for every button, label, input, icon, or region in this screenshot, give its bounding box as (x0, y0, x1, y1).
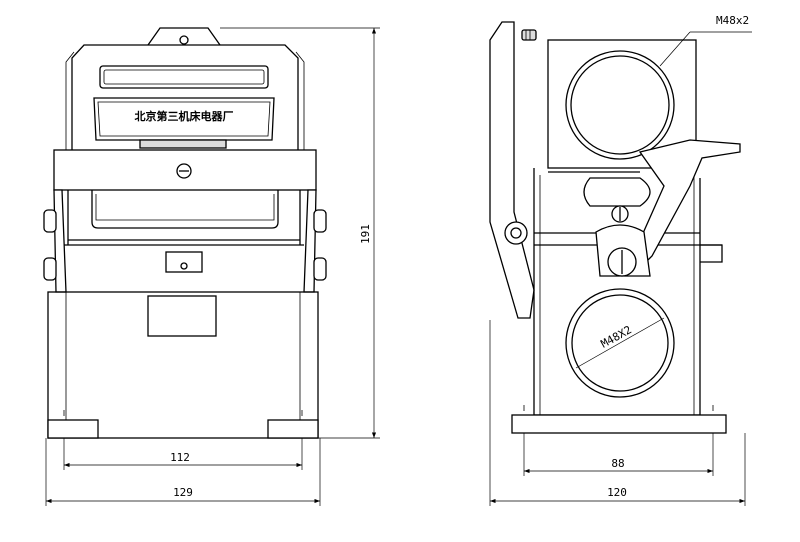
housing-window-frame (91, 190, 279, 229)
right-foot (267, 419, 319, 439)
side-view: M48x2 M48X2 (489, 14, 752, 506)
center-tab (165, 251, 203, 273)
hood-clip (139, 139, 227, 149)
hood-top-tab (147, 27, 221, 46)
dimension-112: 112 (63, 438, 303, 470)
dimension-120: 120 (489, 320, 746, 506)
dimension-120-label: 120 (607, 486, 627, 499)
thread-label-bottom: M48X2 (599, 323, 634, 350)
hood-outline (71, 44, 299, 150)
bottom-cable-entry-outer (565, 288, 675, 398)
thread-label-top: M48x2 (716, 14, 749, 27)
dimension-88-label: 88 (611, 457, 624, 470)
side-top-screw (521, 29, 537, 41)
dimension-129: 129 (45, 438, 321, 506)
left-pin-upper (43, 209, 57, 233)
dimension-112-label: 112 (170, 451, 190, 464)
bottom-cable-entry-inner (571, 294, 669, 392)
side-locking-lever (638, 139, 741, 266)
left-pin-lower (43, 257, 57, 281)
front-view: 北京第三机床电器厂 (43, 27, 380, 506)
hood-screw (179, 35, 189, 45)
locking-bar (53, 149, 317, 191)
dimension-129-label: 129 (173, 486, 193, 499)
dimension-191: 191 (220, 27, 380, 439)
locking-bar-screw (176, 163, 192, 179)
right-pin-upper (313, 209, 327, 233)
side-right-step (700, 244, 723, 263)
side-lever-arm (489, 21, 535, 319)
lever-slot (583, 177, 651, 207)
lever-pivot-outer (504, 221, 528, 245)
left-foot (47, 419, 99, 439)
right-pin-lower (313, 257, 327, 281)
top-cable-entry-outer (565, 50, 675, 160)
side-top-cap (547, 39, 697, 169)
base-housing (47, 291, 319, 439)
side-base-plate (511, 414, 727, 434)
lever-pivot-inner (510, 227, 522, 239)
dimension-191-label: 191 (359, 224, 372, 244)
nameplate-text: 北京第三机床电器厂 (135, 109, 234, 123)
dimension-88: 88 (523, 433, 714, 476)
nameplate (93, 97, 275, 141)
top-cable-entry-inner (570, 55, 670, 155)
label-window (147, 295, 217, 337)
hood-window (99, 65, 269, 89)
